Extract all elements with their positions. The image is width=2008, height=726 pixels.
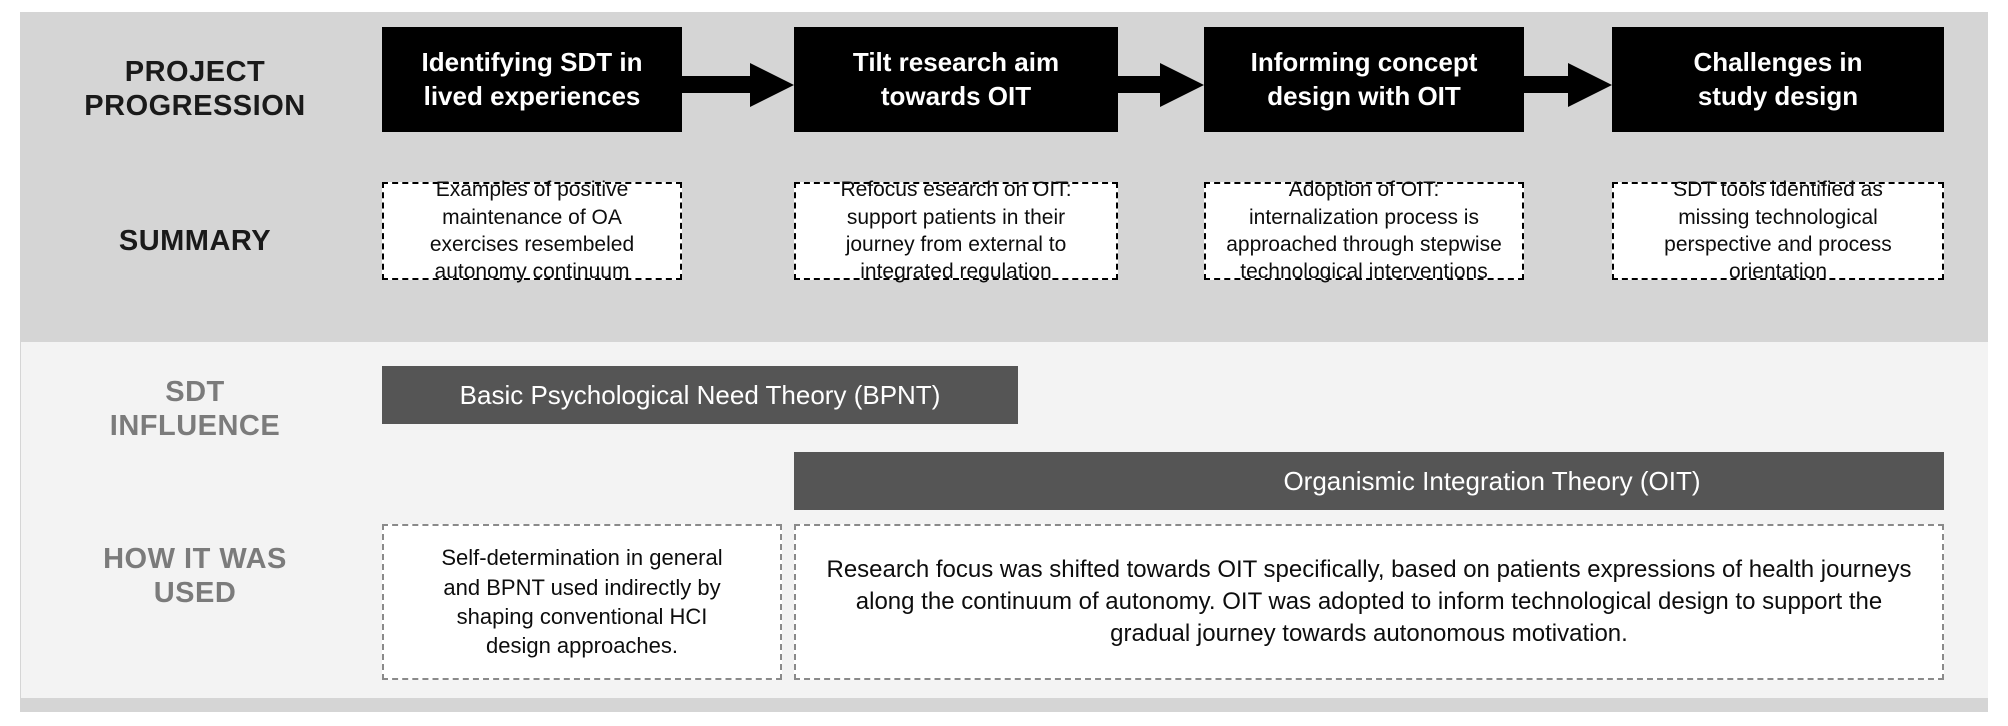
- summary-box-3: Adoption of OIT: internalization process…: [1204, 178, 1524, 283]
- arrow-shaft: [1092, 76, 1166, 93]
- row-label-how-it-was-used: HOW IT WAS USED: [103, 543, 287, 610]
- row-label-sdt-influence: SDT INFLUENCE: [109, 376, 281, 443]
- stage-box-informing-concept-design: Informing concept design with OIT: [1204, 27, 1524, 132]
- stage-box-identifying-sdt: Identifying SDT in lived experiences: [382, 27, 682, 132]
- arrow-right-icon-stage2-stage3: [1092, 63, 1204, 107]
- stage-box-challenges-in-study-design: Challenges in study design: [1612, 27, 1944, 132]
- summary-box-2: Refocus esearch on OIT: support patients…: [794, 178, 1118, 283]
- row-label-project-progression: PROJECT PROGRESSION: [84, 56, 306, 123]
- stage-box-tilt-research-aim: Tilt research aim towards OIT: [794, 27, 1118, 132]
- usage-box-bpnt: Self-determination in general and BPNT u…: [382, 524, 782, 680]
- arrow-head: [1160, 63, 1204, 107]
- summary-box-1: Examples of positive maintenance of OA e…: [382, 178, 682, 283]
- arrow-head: [750, 63, 794, 107]
- arrow-right-icon-stage3-stage4: [1500, 63, 1612, 107]
- summary-box-4: SDT tools identified as missing technolo…: [1612, 178, 1944, 283]
- theory-bar-bpnt: Basic Psychological Need Theory (BPNT): [382, 366, 1018, 424]
- arrow-shaft: [682, 76, 756, 93]
- arrow-shaft: [1500, 76, 1574, 93]
- arrow-head: [1568, 63, 1612, 107]
- row-label-summary: SUMMARY: [118, 225, 272, 257]
- theory-bar-oit: Organismic Integration Theory (OIT): [794, 452, 1944, 510]
- usage-box-oit: Research focus was shifted towards OIT s…: [794, 524, 1944, 680]
- arrow-right-icon-stage1-stage2: [682, 63, 794, 107]
